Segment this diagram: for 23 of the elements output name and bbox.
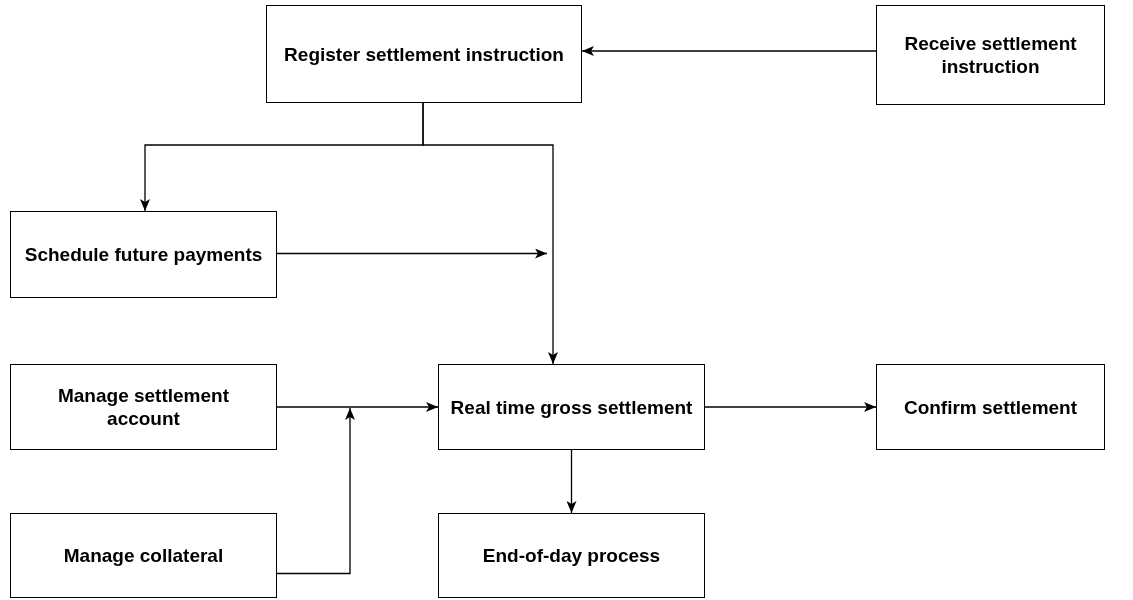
arrow	[276, 407, 355, 575]
arrow	[276, 248, 548, 259]
box-label: Real time gross settlement	[450, 395, 693, 419]
process-box	[10, 364, 277, 450]
process-box	[438, 364, 705, 450]
arrow	[276, 402, 439, 412]
arrow	[566, 449, 577, 514]
box-label: Schedule future payments	[24, 243, 263, 266]
process-box	[876, 5, 1105, 105]
process-box	[10, 513, 277, 598]
box-label: Register settlement instruction	[284, 42, 564, 66]
box-label: Confirm settlement	[903, 395, 1078, 419]
arrow	[704, 402, 877, 412]
arrow	[422, 102, 558, 365]
box-label: End-of-day process	[482, 544, 661, 567]
arrow	[581, 46, 877, 56]
process-box	[438, 513, 705, 598]
process-box	[10, 211, 277, 298]
box-label: Manage collateral	[63, 544, 224, 567]
process-box	[266, 5, 582, 103]
box-label: Manage settlement account	[56, 384, 230, 430]
box-label: Receive settlement instruction	[903, 32, 1078, 78]
process-box	[876, 364, 1105, 450]
